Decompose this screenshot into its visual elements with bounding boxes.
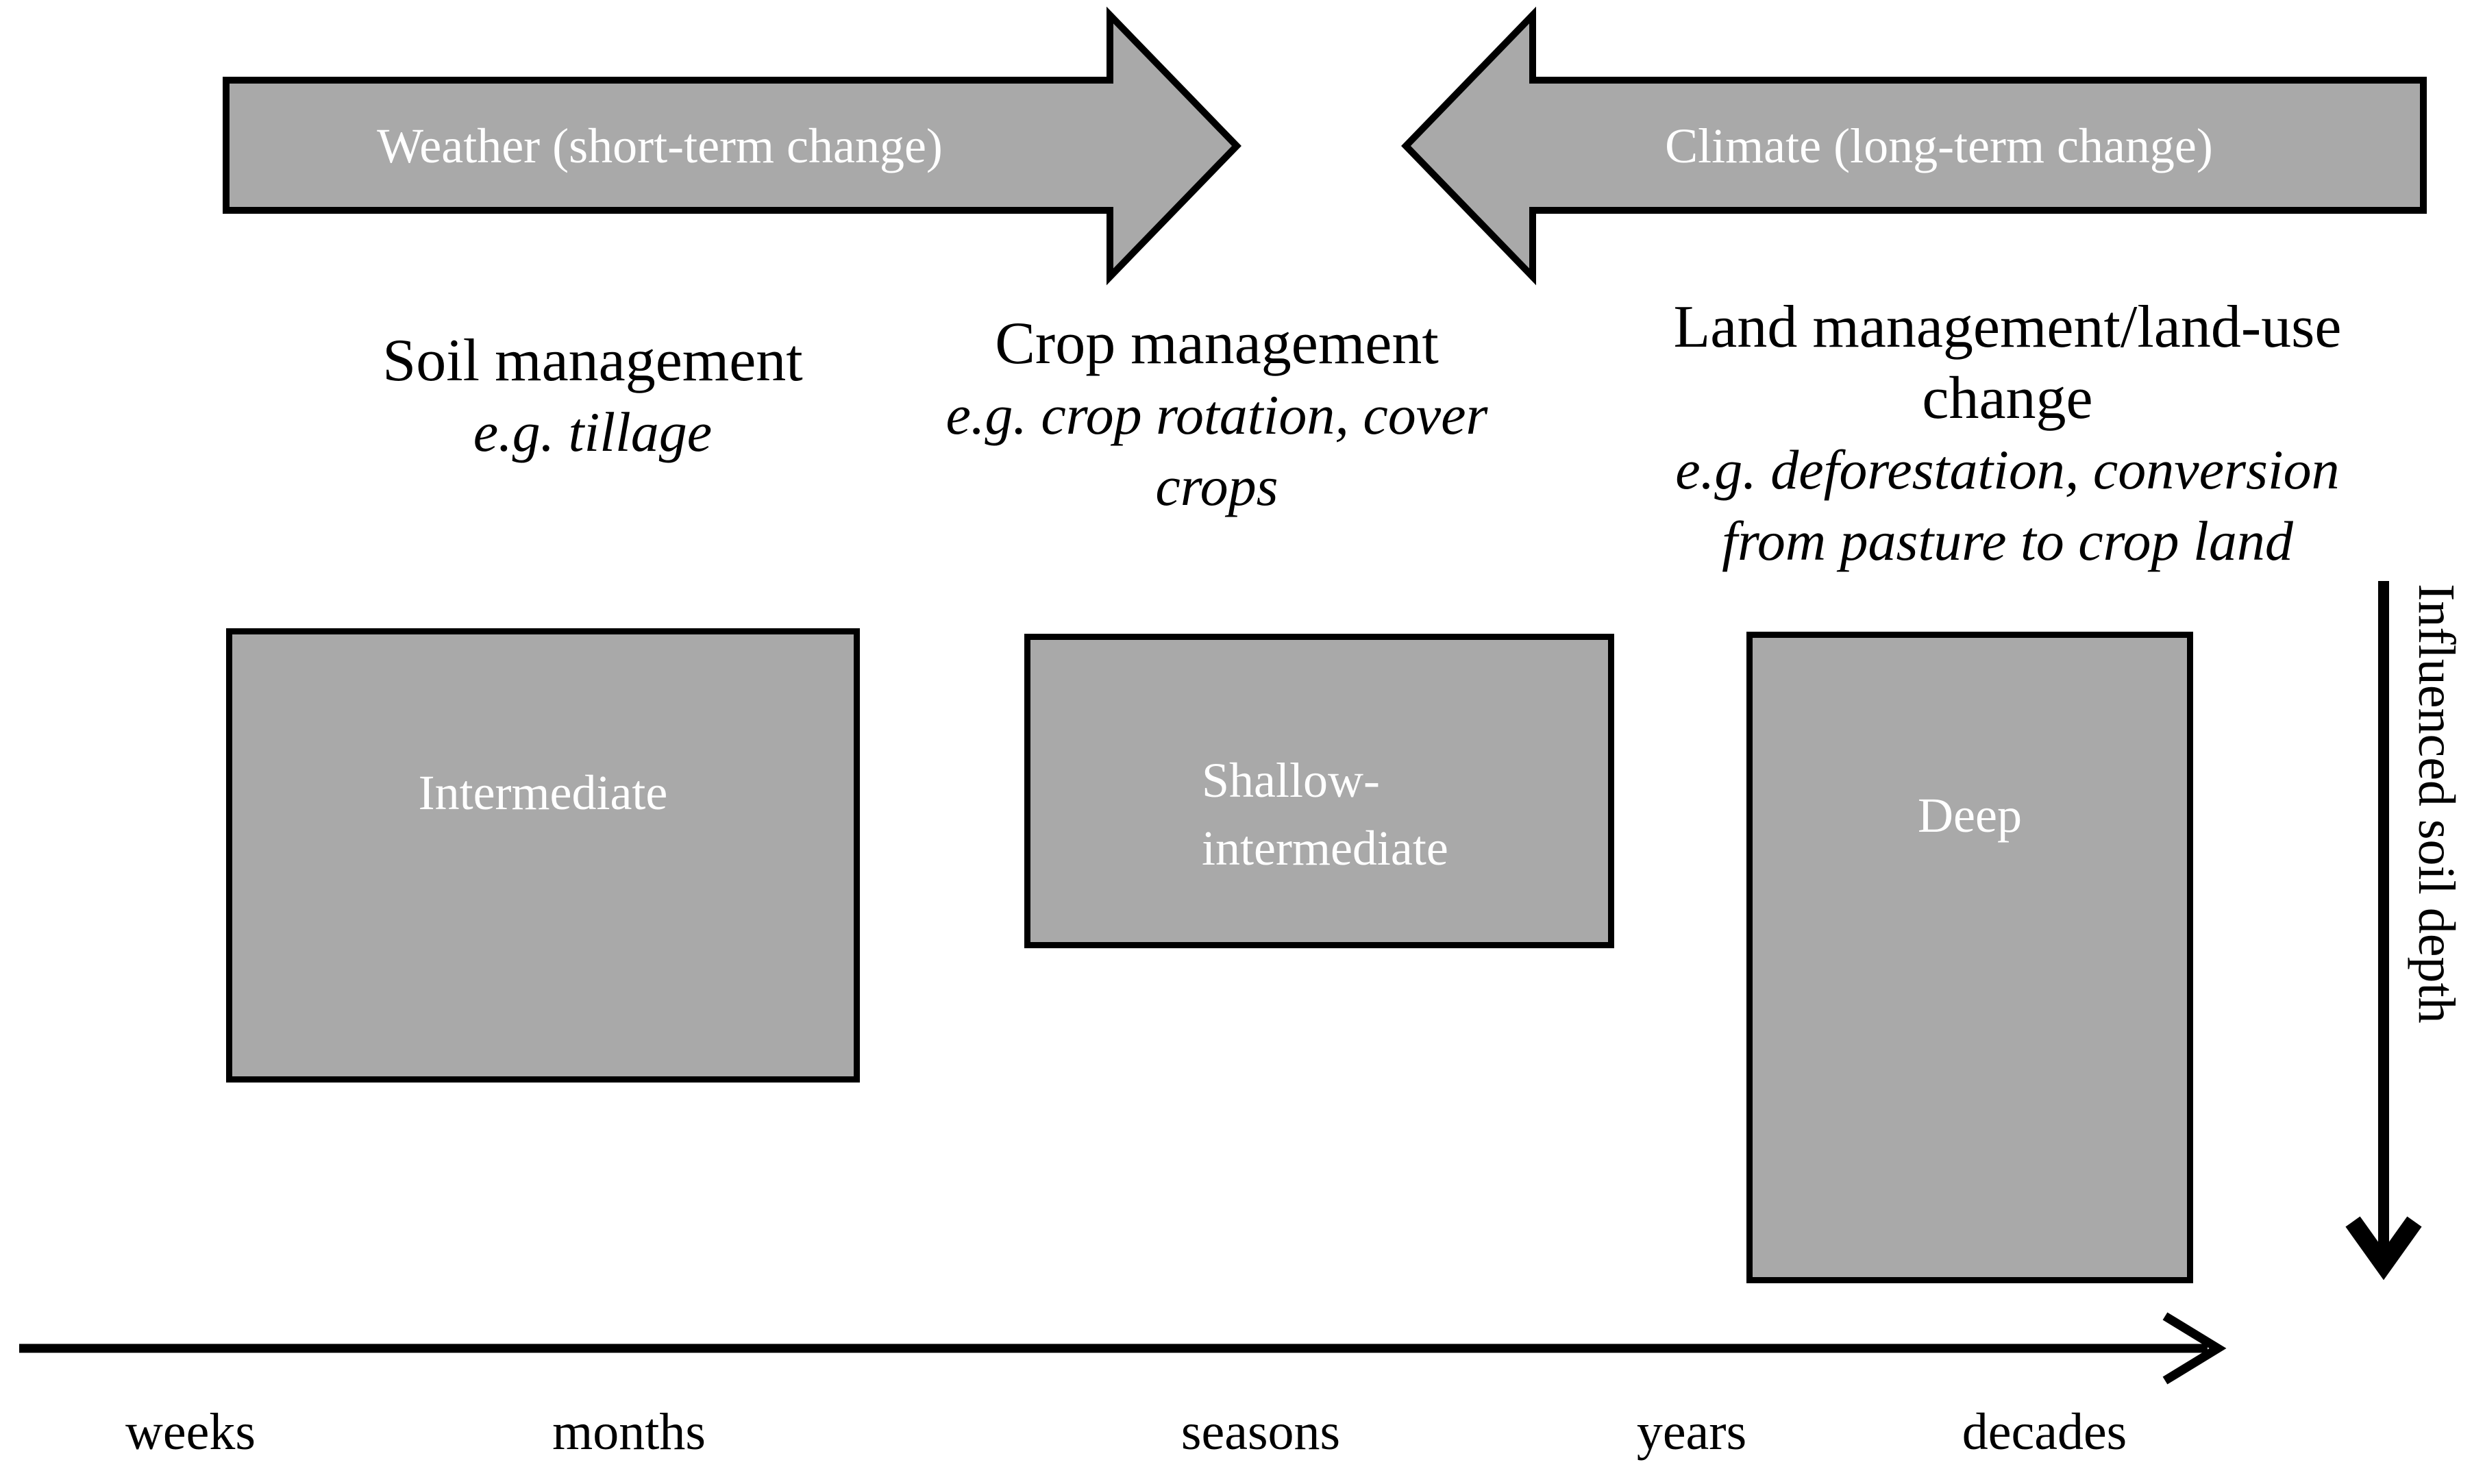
heading-example: e.g. deforestation, conversion from past…	[1675, 438, 2340, 572]
time-axis-arrowhead-icon	[2162, 1312, 2227, 1385]
heading-soil-management: Soil management e.g. tillage	[319, 325, 867, 468]
time-tick-years: years	[1636, 1403, 1747, 1461]
weather-arrow-label: Weather (short-term change)	[377, 119, 943, 173]
depth-axis-label: Influenced soil depth	[2408, 584, 2465, 1024]
depth-box-shallow-intermediate: Shallow- intermediate	[1024, 634, 1614, 948]
depth-axis-arrowhead-icon	[2345, 1216, 2422, 1281]
depth-box-deep: Deep	[1746, 632, 2193, 1283]
time-tick-weeks: weeks	[125, 1403, 256, 1461]
time-tick-months: months	[552, 1403, 706, 1461]
time-tick-decades: decades	[1962, 1403, 2127, 1461]
heading-example: e.g. crop rotation, cover crops	[945, 384, 1488, 517]
depth-box-label: Shallow- intermediate	[1202, 753, 1448, 876]
heading-land-management: Land management/land-use change e.g. def…	[1672, 292, 2343, 577]
depth-box-label: Deep	[1918, 788, 2022, 843]
heading-title: Land management/land-use change	[1673, 294, 2342, 432]
climate-arrow-label: Climate (long-term change)	[1665, 119, 2213, 173]
weather-arrow-shape	[223, 6, 1241, 286]
heading-crop-management: Crop management e.g. crop rotation, cove…	[943, 308, 1491, 522]
depth-box-intermediate: Intermediate	[226, 628, 860, 1083]
climate-arrow-shape	[1401, 6, 2427, 286]
heading-title: Crop management	[995, 310, 1439, 377]
heading-title: Soil management	[382, 327, 803, 394]
depth-box-label: Intermediate	[418, 765, 668, 820]
time-tick-seasons: seasons	[1181, 1403, 1341, 1461]
heading-example: e.g. tillage	[473, 401, 713, 463]
